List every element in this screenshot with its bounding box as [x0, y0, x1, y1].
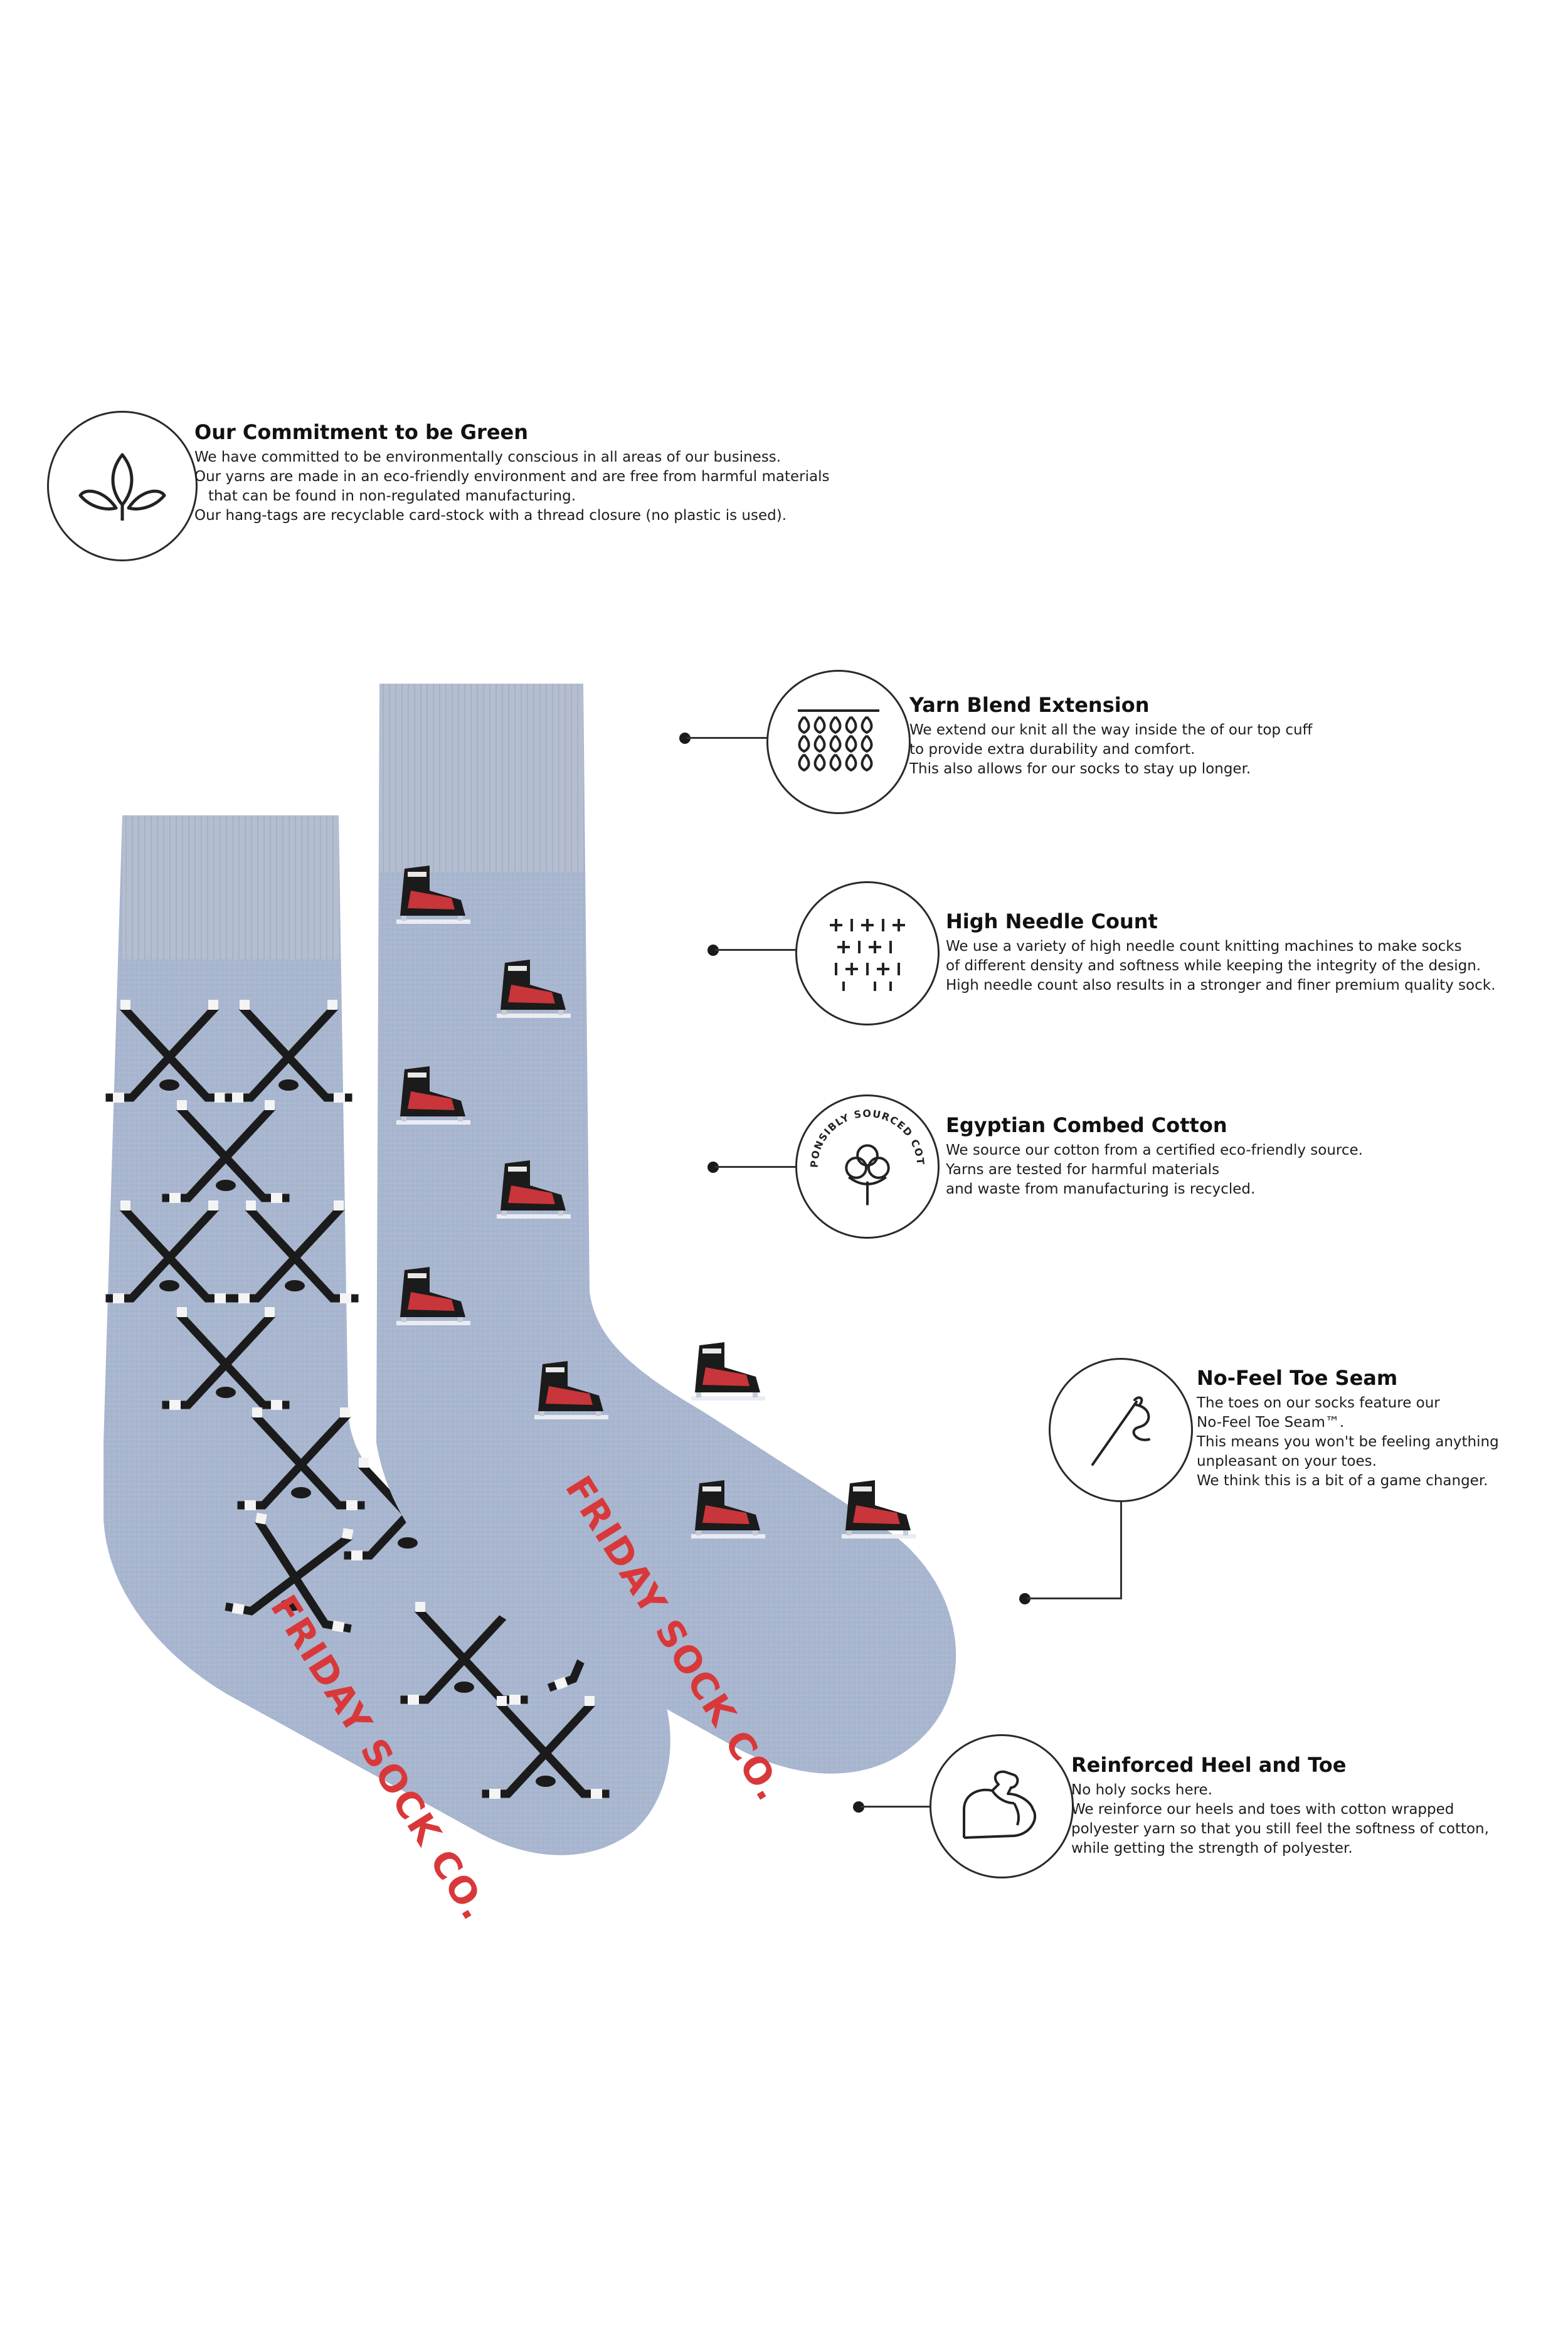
- needle-thread-icon: [1049, 1358, 1193, 1502]
- feature-title: High Needle Count: [946, 909, 1158, 933]
- feature-title: No-Feel Toe Seam: [1197, 1366, 1398, 1390]
- callout-line: [1027, 1597, 1122, 1599]
- intro-title: Our Commitment to be Green: [194, 420, 528, 444]
- feature-toe-seam: No-Feel Toe Seam The toes on our socks f…: [1197, 1366, 1499, 1491]
- feature-line: No-Feel Toe Seam™.: [1197, 1414, 1345, 1431]
- feature-line: Yarns are tested for harmful materials: [946, 1162, 1220, 1178]
- feature-line: We use a variety of high needle count kn…: [946, 938, 1462, 955]
- feature-line: We reinforce our heels and toes with cot…: [1071, 1801, 1454, 1818]
- feature-line: of different density and softness while …: [946, 958, 1481, 974]
- feature-yarn-blend: Yarn Blend Extension We extend our knit …: [909, 693, 1312, 779]
- feature-title: Reinforced Heel and Toe: [1071, 1753, 1347, 1777]
- intro-line: that can be found in non-regulated manuf…: [208, 488, 576, 504]
- svg-text:RESPONSIBLY SOURCED COTTON: RESPONSIBLY SOURCED COTTON: [797, 1096, 926, 1168]
- feature-line: The toes on our socks feature our: [1197, 1395, 1440, 1411]
- knit-stitch-icon: [766, 670, 911, 814]
- feature-line: We extend our knit all the way inside th…: [909, 722, 1313, 738]
- cotton-flower-icon: RESPONSIBLY SOURCED COTTON: [795, 1094, 940, 1239]
- feature-title: Yarn Blend Extension: [909, 693, 1150, 717]
- intro-block: Our Commitment to be Green We have commi…: [194, 420, 829, 526]
- feature-line: unpleasant on your toes.: [1197, 1453, 1377, 1470]
- intro-line: Our yarns are made in an eco-friendly en…: [194, 469, 830, 485]
- needle-grid-icon: [795, 881, 940, 1025]
- flexed-arm-icon: [930, 1734, 1074, 1878]
- feature-line: No holy socks here.: [1071, 1782, 1213, 1798]
- feature-line: High needle count also results in a stro…: [946, 977, 1496, 993]
- callout-line: [687, 737, 768, 739]
- intro-line: Our hang-tags are recyclable card-stock …: [194, 507, 787, 524]
- callout-line: [861, 1806, 933, 1808]
- feature-title: Egyptian Combed Cotton: [946, 1113, 1227, 1137]
- callout-dot: [707, 945, 719, 956]
- intro-line: We have committed to be environmentally …: [194, 449, 781, 465]
- callout-line: [715, 949, 797, 951]
- feature-line: and waste from manufacturing is recycled…: [946, 1181, 1256, 1197]
- feature-line: to provide extra durability and comfort.: [909, 741, 1195, 758]
- feature-line: We think this is a bit of a game changer…: [1197, 1473, 1488, 1489]
- feature-line: This means you won't be feeling anything: [1197, 1434, 1499, 1450]
- feature-high-needle-count: High Needle Count We use a variety of hi…: [946, 909, 1495, 995]
- feature-reinforced-heel: Reinforced Heel and Toe No holy socks he…: [1071, 1753, 1489, 1858]
- feature-line: This also allows for our socks to stay u…: [909, 761, 1251, 777]
- callout-dot: [853, 1801, 864, 1813]
- feature-line: We source our cotton from a certified ec…: [946, 1142, 1363, 1158]
- feature-egyptian-cotton: Egyptian Combed Cotton We source our cot…: [946, 1113, 1363, 1199]
- callout-dot: [1019, 1593, 1030, 1604]
- callout-line: [1120, 1502, 1122, 1599]
- feature-line: while getting the strength of polyester.: [1071, 1840, 1353, 1857]
- callout-line: [715, 1166, 797, 1168]
- callout-dot: [679, 733, 691, 744]
- leaves-icon: [47, 411, 198, 561]
- callout-dot: [707, 1162, 719, 1173]
- feature-line: polyester yarn so that you still feel th…: [1071, 1821, 1489, 1837]
